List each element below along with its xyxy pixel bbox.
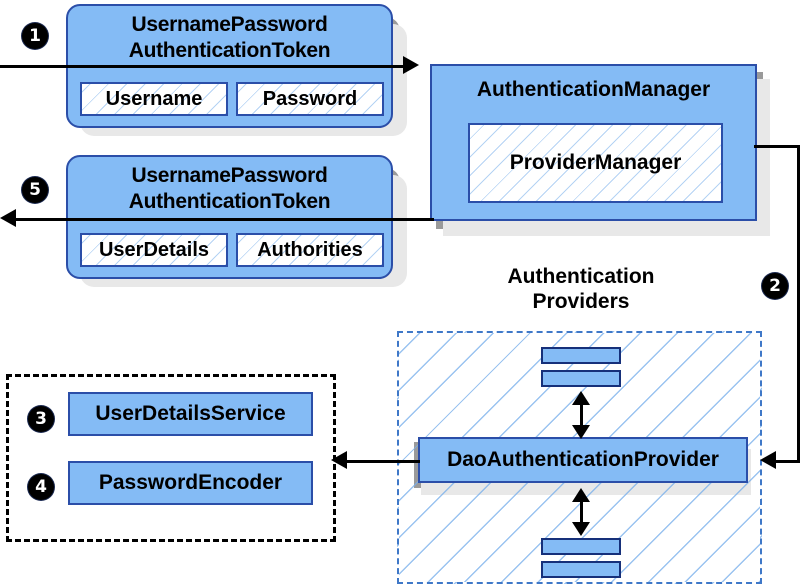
result-token-title-line2: AuthenticationToken [128, 190, 331, 213]
authentication-manager-box: AuthenticationManager ProviderManager [430, 64, 757, 221]
result-token-field-userdetails: UserDetails [80, 233, 228, 267]
provider-link-arrow-down-top [572, 425, 590, 439]
userdetailsservice-box: UserDetailsService [68, 392, 313, 436]
request-token-field-password: Password [236, 82, 384, 116]
manager-to-provider-arrowhead [760, 451, 776, 469]
response-line [16, 218, 434, 221]
provider-chip-bottom-1 [541, 538, 621, 555]
response-arrowhead [0, 209, 16, 227]
step-badge-4: 4 [28, 474, 54, 500]
result-token-title-line1: UsernamePassword [131, 164, 328, 187]
step-badge-3: 3 [28, 406, 54, 432]
provider-chip-top-1 [541, 347, 621, 364]
step-badge-5: 5 [22, 177, 48, 203]
result-token-field-authorities: Authorities [236, 233, 384, 267]
request-token-title-line1: UsernamePassword [131, 13, 328, 36]
dao-authentication-provider-box: DaoAuthenticationProvider [418, 437, 748, 483]
provider-link-arrow-up-bottom [572, 488, 590, 502]
provider-chip-top-2 [541, 370, 621, 387]
step-badge-1: 1 [22, 23, 48, 49]
provider-chip-bottom-2 [541, 561, 621, 578]
manager-to-provider-line-bottom [775, 460, 800, 463]
request-token-title-line2: AuthenticationToken [128, 39, 331, 62]
provider-to-services-arrowhead [331, 451, 347, 469]
authentication-manager-title: AuthenticationManager [476, 78, 711, 101]
providers-group-label-line2: Providers [532, 290, 630, 313]
providers-group-label-line1: Authentication [507, 265, 655, 288]
provider-link-line-bottom [580, 493, 583, 529]
incoming-request-arrowhead [403, 56, 419, 74]
step-badge-2: 2 [762, 273, 788, 299]
provider-link-line-top [580, 396, 583, 432]
passwordencoder-box: PasswordEncoder [68, 461, 313, 505]
result-token-card: UsernamePassword AuthenticationToken Use… [66, 155, 393, 279]
manager-to-provider-line-top [754, 145, 800, 148]
manager-to-provider-line-right [797, 145, 800, 462]
incoming-request-line [0, 65, 404, 68]
request-token-field-username: Username [80, 82, 228, 116]
provider-link-arrow-up-top [572, 391, 590, 405]
provider-link-arrow-down-bottom [572, 522, 590, 536]
provider-manager-box: ProviderManager [468, 123, 723, 203]
provider-to-services-line [345, 460, 420, 463]
